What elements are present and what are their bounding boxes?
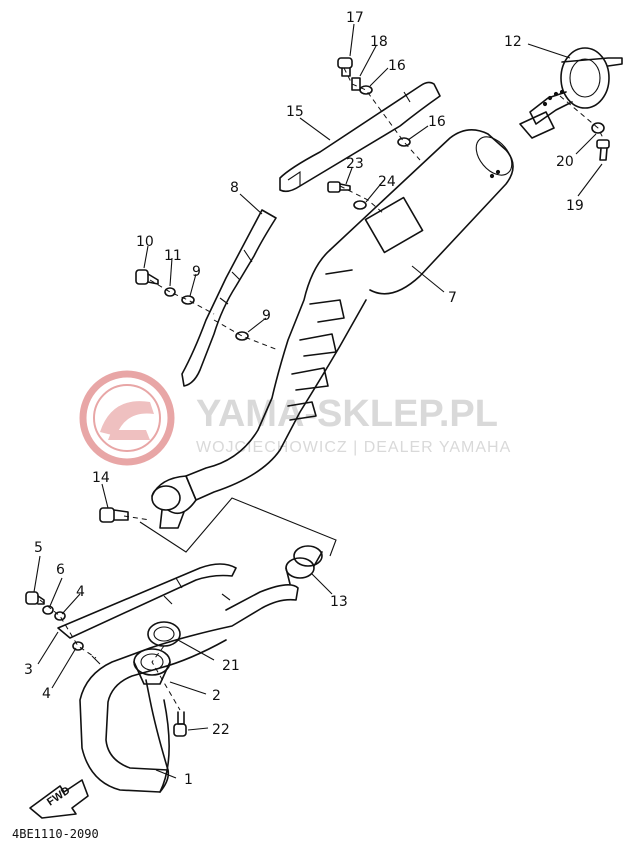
diagram-reference-code: 4BE1110-2090	[12, 827, 99, 841]
callout-17: 17	[346, 10, 364, 26]
callout-24: 24	[378, 174, 396, 190]
part-11-washer	[164, 287, 176, 297]
watermark-logo	[79, 370, 175, 466]
callout-23: 23	[346, 156, 364, 172]
callout-11: 11	[164, 248, 182, 264]
part-12-tail-pipe	[519, 47, 623, 139]
part-5-bolt	[25, 591, 45, 605]
part-9-damper-right	[235, 331, 249, 341]
part-8-bracket	[181, 209, 277, 387]
part-3-protector	[57, 563, 237, 639]
part-24-washer	[353, 200, 367, 210]
part-23-bolt	[327, 181, 351, 193]
callout-4-upper: 4	[76, 584, 85, 600]
part-16-damper-right	[397, 137, 411, 147]
part-15-protector	[279, 81, 441, 193]
part-1-exhaust-pipe	[79, 584, 299, 793]
part-6-washer	[42, 605, 54, 615]
callout-10: 10	[136, 234, 154, 250]
fwd-direction-arrow: FWD	[29, 779, 89, 819]
callout-18: 18	[370, 34, 388, 50]
watermark-brand: YAMA-SKLEP.PL	[196, 393, 498, 435]
part-9-damper-left	[181, 295, 195, 305]
part-19-bolt	[596, 139, 610, 161]
part-21-gasket	[147, 621, 181, 647]
assembly-guides	[39, 67, 605, 711]
part-2-flange	[133, 648, 171, 685]
part-18-collar	[351, 77, 361, 91]
callout-14: 14	[92, 470, 110, 486]
callout-15: 15	[286, 104, 304, 120]
part-13-joint	[285, 545, 323, 585]
callout-16-right: 16	[428, 114, 446, 130]
callout-7: 7	[448, 290, 457, 306]
callout-22: 22	[212, 722, 230, 738]
watermark-dealer: WOJCIECHOWICZ | DEALER YAMAHA	[196, 439, 511, 456]
part-10-bolt	[135, 269, 159, 285]
callout-12: 12	[504, 34, 522, 50]
part-4-damper-lower	[72, 641, 84, 651]
callout-6: 6	[56, 562, 65, 578]
watermark: YAMA-SKLEP.PL WOJCIECHOWICZ | DEALER YAM…	[79, 370, 511, 466]
callout-4-lower: 4	[42, 686, 51, 702]
fwd-label: FWD	[45, 785, 73, 809]
callout-2: 2	[212, 688, 221, 704]
callout-9-right: 9	[262, 308, 271, 324]
callout-8: 8	[230, 180, 239, 196]
callout-19: 19	[566, 198, 584, 214]
callout-5: 5	[34, 540, 43, 556]
callout-16-top: 16	[388, 58, 406, 74]
callout-20: 20	[556, 154, 574, 170]
callout-13: 13	[330, 594, 348, 610]
callout-1: 1	[184, 772, 193, 788]
part-16-damper-top	[359, 85, 373, 95]
part-4-damper-upper	[54, 611, 66, 621]
callout-labels: 1 2 3 4 4 5 6 7 8 9 9 10 11 12 13 14 15 …	[24, 10, 584, 788]
part-14-bolt	[99, 507, 129, 523]
part-17-bolt	[337, 57, 353, 77]
callout-leaders	[33, 23, 603, 779]
part-20-gasket	[591, 122, 605, 134]
part-22-bolt	[173, 711, 187, 737]
part-7-muffler	[151, 129, 514, 529]
callout-21: 21	[222, 658, 240, 674]
callout-9-left: 9	[192, 264, 201, 280]
callout-3: 3	[24, 662, 33, 678]
